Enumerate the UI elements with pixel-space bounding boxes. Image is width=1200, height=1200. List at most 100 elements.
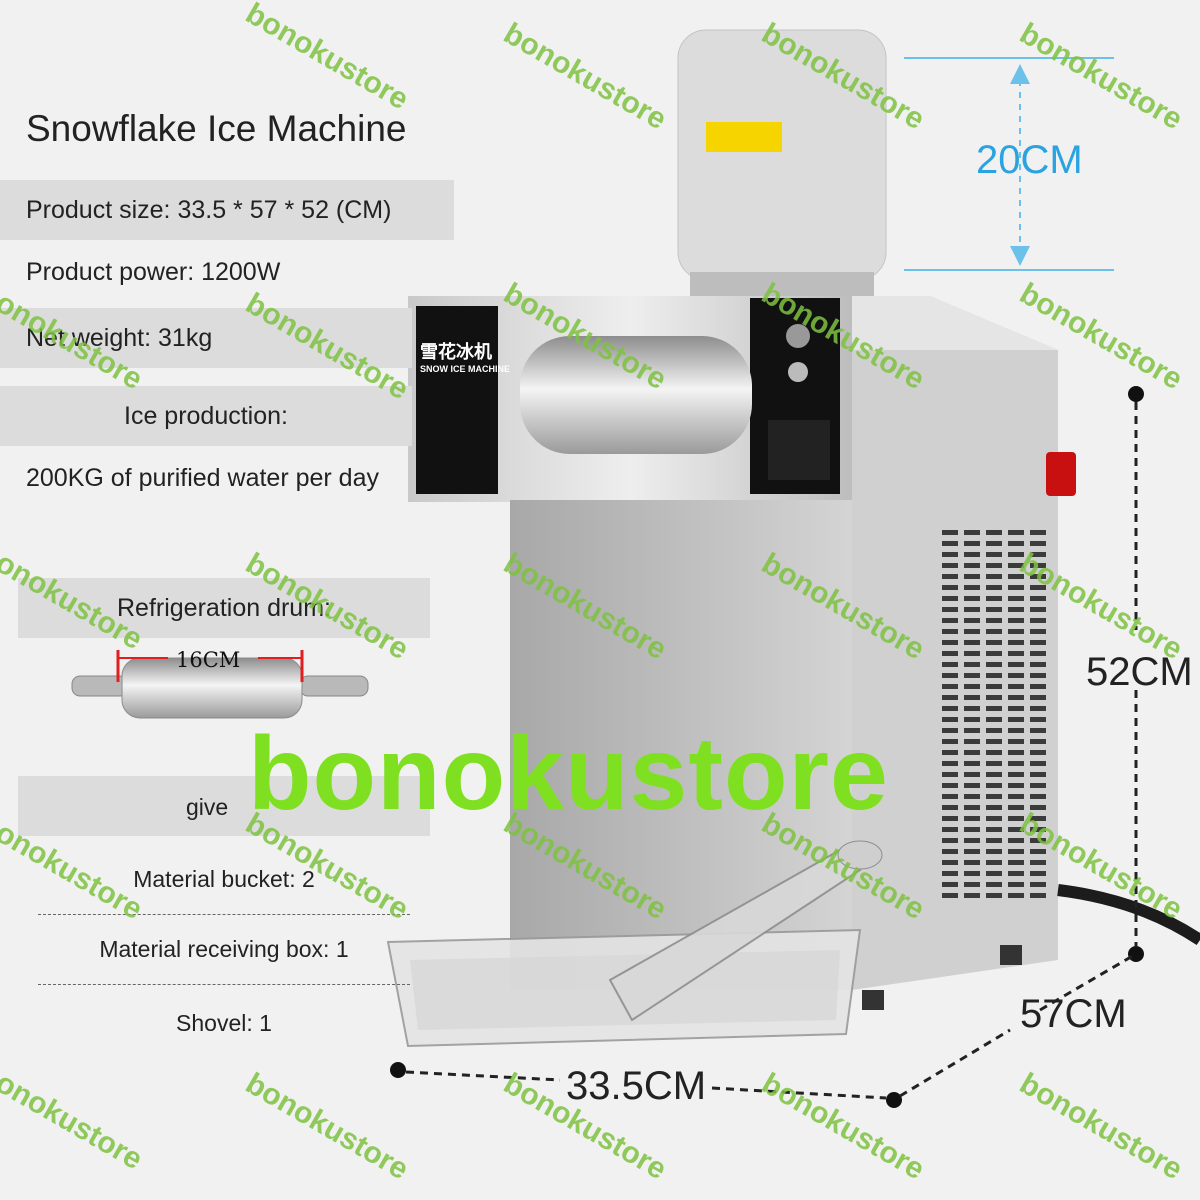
vent-slot bbox=[1030, 750, 1046, 755]
vent-slot bbox=[1008, 816, 1024, 821]
vent-slot bbox=[942, 816, 958, 821]
vent-slot bbox=[1008, 607, 1024, 612]
vent-slot bbox=[942, 607, 958, 612]
vent-slot bbox=[942, 739, 958, 744]
material-bucket bbox=[677, 29, 887, 296]
vent-slot bbox=[964, 860, 980, 865]
vent-slot bbox=[986, 816, 1002, 821]
vent-slot bbox=[942, 893, 958, 898]
power-switch[interactable] bbox=[1046, 452, 1076, 496]
vent-slot bbox=[986, 728, 1002, 733]
ice-production-label: Ice production: bbox=[124, 402, 288, 430]
vent-slot bbox=[986, 629, 1002, 634]
vent-slot bbox=[964, 596, 980, 601]
vent-slot bbox=[942, 805, 958, 810]
vent-slot bbox=[1030, 860, 1046, 865]
vent-slot bbox=[1008, 728, 1024, 733]
vent-slot bbox=[964, 772, 980, 777]
vent-slot bbox=[1008, 794, 1024, 799]
vent-slot bbox=[1030, 728, 1046, 733]
spec-band bbox=[0, 180, 454, 240]
vent-slot bbox=[964, 728, 980, 733]
vent-slot bbox=[942, 728, 958, 733]
vent-slot bbox=[1008, 640, 1024, 645]
vent-slot bbox=[1008, 849, 1024, 854]
vent-slot bbox=[986, 596, 1002, 601]
vent-slot bbox=[964, 541, 980, 546]
vent-slot bbox=[942, 684, 958, 689]
vent-slot bbox=[1030, 772, 1046, 777]
vent-slot bbox=[964, 794, 980, 799]
vent-slot bbox=[1008, 706, 1024, 711]
vent-slot bbox=[1008, 761, 1024, 766]
vent-slot bbox=[1008, 893, 1024, 898]
depth-label: 57CM bbox=[1020, 992, 1127, 1036]
knob-icon[interactable] bbox=[786, 324, 810, 348]
base-dimension-markers bbox=[390, 952, 1137, 1108]
vent-slot bbox=[986, 640, 1002, 645]
vent-slot bbox=[986, 552, 1002, 557]
vent-slot bbox=[964, 805, 980, 810]
vent-slot bbox=[1030, 618, 1046, 623]
vent-slot bbox=[1030, 673, 1046, 678]
vent-slot bbox=[1008, 882, 1024, 887]
vent-slot bbox=[986, 574, 1002, 579]
vent-slot bbox=[1030, 805, 1046, 810]
vent-slot bbox=[1030, 893, 1046, 898]
vent-slot bbox=[1030, 541, 1046, 546]
vent-slot bbox=[964, 673, 980, 678]
vent-slot bbox=[964, 629, 980, 634]
vent-slot bbox=[986, 893, 1002, 898]
vent-slot bbox=[1008, 717, 1024, 722]
vent-slot bbox=[964, 761, 980, 766]
vent-slot bbox=[1008, 585, 1024, 590]
vent-slot bbox=[942, 695, 958, 700]
vent-slot bbox=[1008, 772, 1024, 777]
vent-slot bbox=[1008, 750, 1024, 755]
vent-slot bbox=[986, 838, 1002, 843]
vent-slot bbox=[942, 563, 958, 568]
panel-chinese-text: 雪花冰机 bbox=[420, 342, 492, 362]
vent-slot bbox=[1030, 695, 1046, 700]
vent-slot bbox=[1030, 530, 1046, 535]
give-label: give bbox=[186, 794, 229, 820]
vent-slot bbox=[1030, 607, 1046, 612]
vent-slot bbox=[1008, 574, 1024, 579]
vent-slot bbox=[964, 838, 980, 843]
vent-slot bbox=[1008, 618, 1024, 623]
vent-slot bbox=[1008, 541, 1024, 546]
vent-slot bbox=[1030, 739, 1046, 744]
vent-slot bbox=[1008, 783, 1024, 788]
vent-slot bbox=[1008, 695, 1024, 700]
vent-slot bbox=[964, 607, 980, 612]
vent-slot bbox=[986, 695, 1002, 700]
vent-slot bbox=[964, 816, 980, 821]
vent-slot bbox=[964, 695, 980, 700]
vent-slot bbox=[964, 783, 980, 788]
vent-slot bbox=[1030, 684, 1046, 689]
vent-slot bbox=[942, 849, 958, 854]
drum-label: Refrigeration drum: bbox=[117, 594, 331, 622]
vent-slot bbox=[942, 860, 958, 865]
net-weight: Net weight: 31kg bbox=[26, 324, 213, 352]
vent-grille bbox=[942, 530, 1046, 898]
knob-icon[interactable] bbox=[788, 362, 808, 382]
vent-slot bbox=[942, 882, 958, 887]
vent-slot bbox=[964, 827, 980, 832]
vent-slot bbox=[942, 717, 958, 722]
vent-slot bbox=[1030, 794, 1046, 799]
vent-slot bbox=[942, 629, 958, 634]
vent-slot bbox=[986, 860, 1002, 865]
vent-slot bbox=[986, 739, 1002, 744]
vent-slot bbox=[942, 838, 958, 843]
vent-slot bbox=[1030, 882, 1046, 887]
vent-slot bbox=[942, 794, 958, 799]
vent-slot bbox=[964, 684, 980, 689]
vent-slot bbox=[1008, 684, 1024, 689]
vent-slot bbox=[942, 871, 958, 876]
vent-slot bbox=[1008, 651, 1024, 656]
vent-slot bbox=[1008, 871, 1024, 876]
bucket-height-marker bbox=[904, 57, 1114, 271]
vent-slot bbox=[964, 530, 980, 535]
